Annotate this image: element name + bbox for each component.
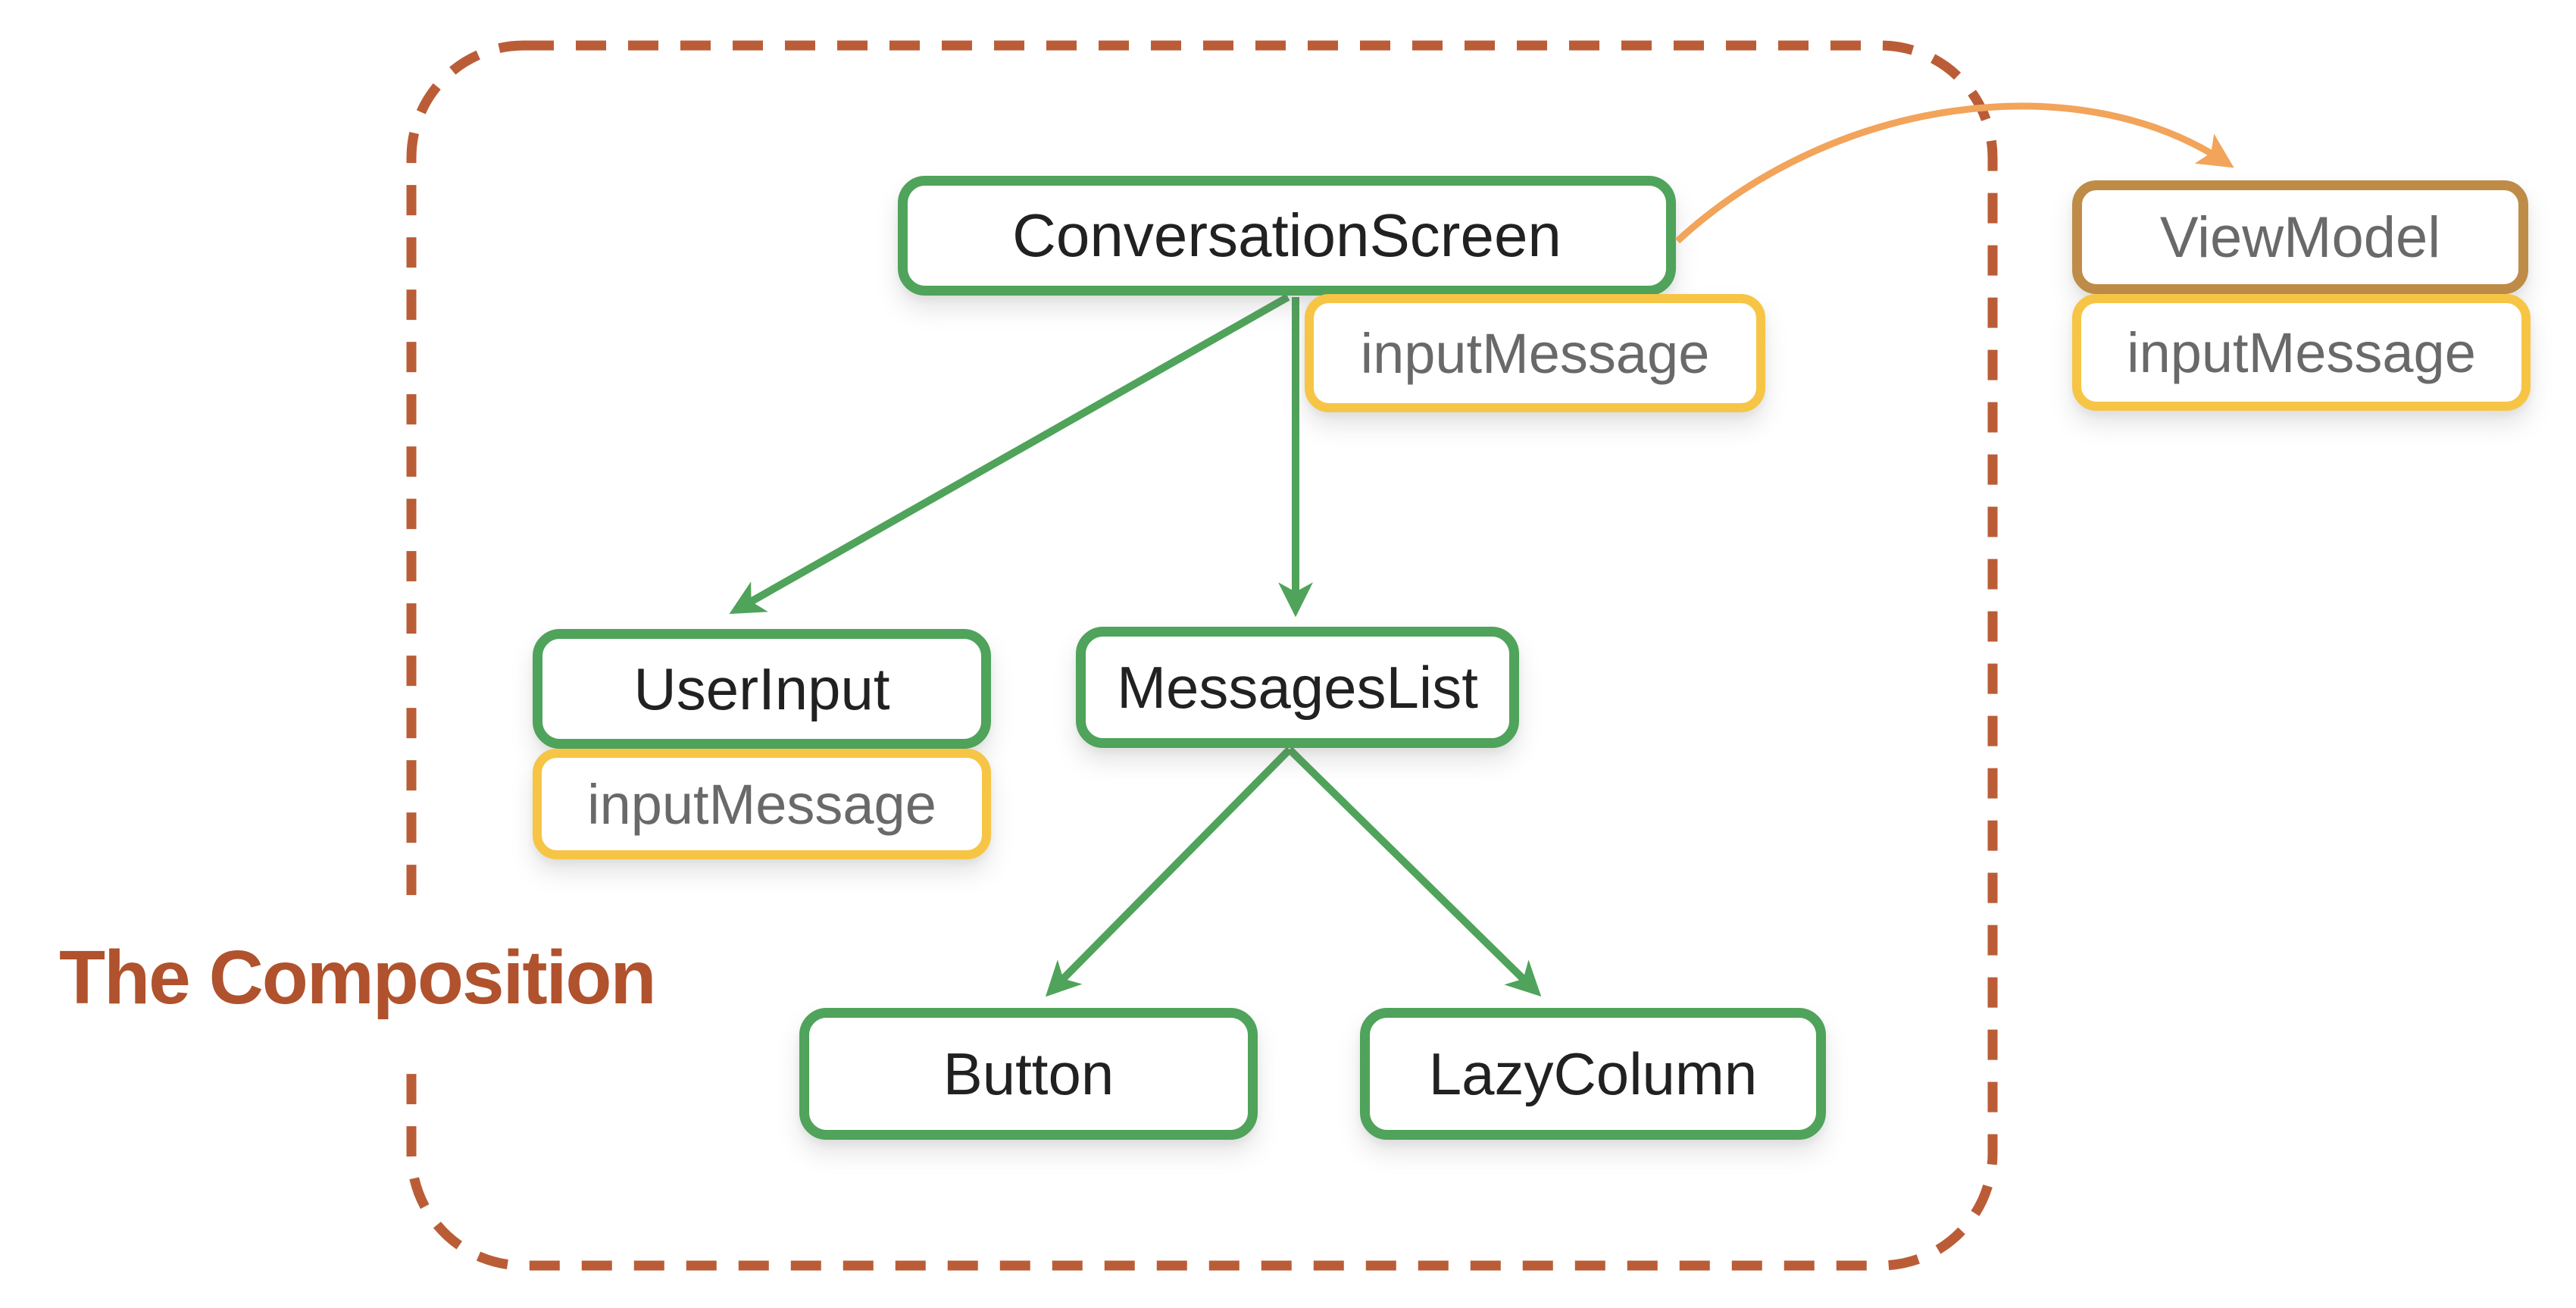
node-userinput-label: UserInput [633,655,890,722]
node-messageslist: MessagesList [1076,627,1519,748]
state-badge-viewmodel: inputMessage [2072,294,2531,411]
node-viewmodel: ViewModel [2072,180,2528,294]
node-conversationscreen: ConversationScreen [898,176,1676,296]
state-badge-userinput-label: inputMessage [587,772,936,836]
node-button-label: Button [943,1040,1114,1107]
node-lazycolumn: LazyColumn [1360,1008,1826,1140]
node-messageslist-label: MessagesList [1117,653,1478,721]
node-conversationscreen-label: ConversationScreen [1012,202,1562,269]
edge-messageslist-to-button [1045,746,1293,997]
state-badge-userinput: inputMessage [533,749,991,859]
node-viewmodel-label: ViewModel [2159,205,2441,270]
state-badge-conversationscreen: inputMessage [1305,294,1765,412]
node-lazycolumn-label: LazyColumn [1428,1040,1758,1107]
diagram-title: The Composition [33,897,681,1058]
state-badge-conversationscreen-label: inputMessage [1360,321,1710,385]
node-userinput: UserInput [533,629,991,749]
node-button: Button [799,1008,1258,1140]
edge-messageslist-to-lazycolumn [1286,746,1542,997]
edge-conversationscreen-to-userinput [729,293,1290,615]
state-badge-viewmodel-label: inputMessage [2127,321,2476,384]
